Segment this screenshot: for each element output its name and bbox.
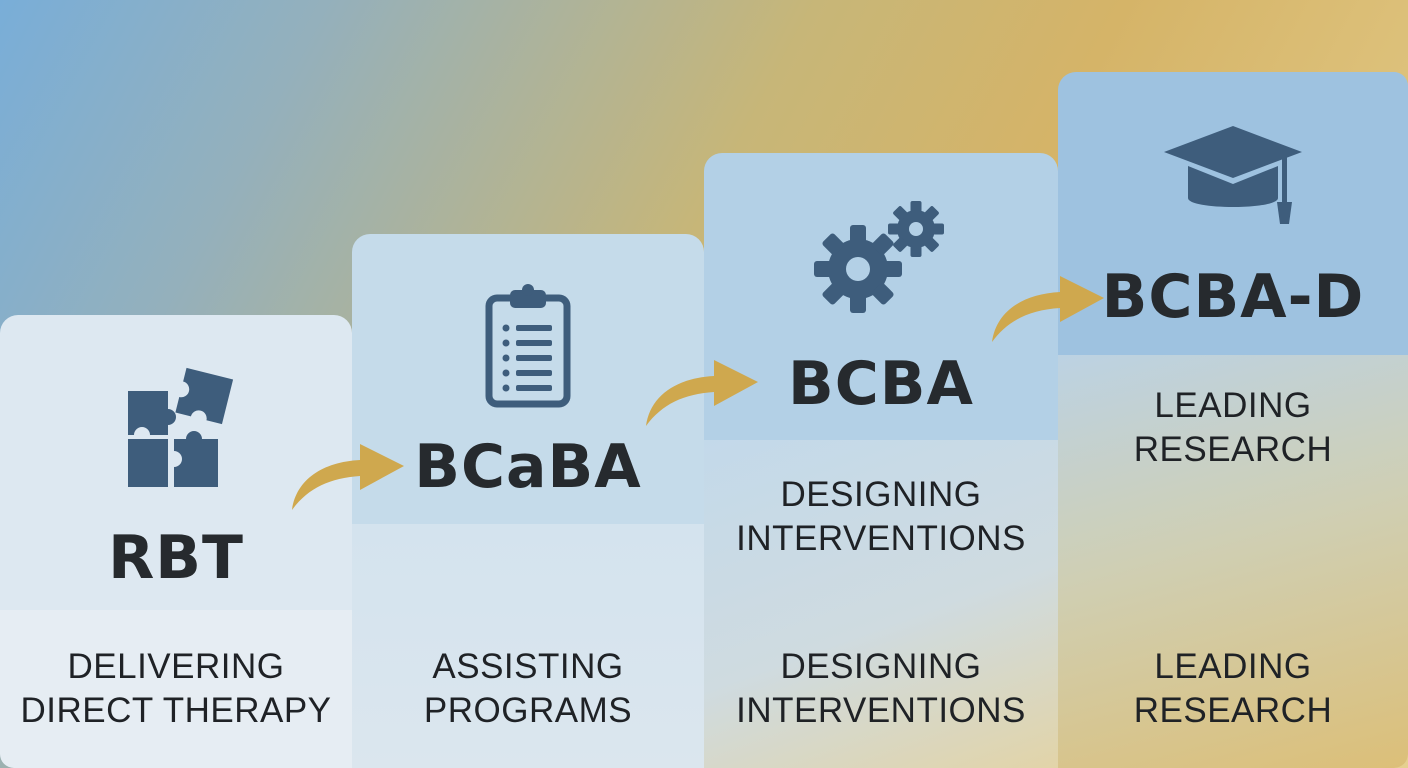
- graduation-cap-icon: [1164, 126, 1302, 224]
- arrow-icon: [646, 360, 758, 426]
- step-bcba-description: DESIGNING INTERVENTIONS: [704, 645, 1058, 733]
- step-rbt-title: RBT: [108, 523, 244, 593]
- step-bcba-upper-description-line-2: INTERVENTIONS: [736, 519, 1026, 558]
- step-bcaba-description-line-2: PROGRAMS: [423, 691, 633, 730]
- step-bcba-d-description-line-2: RESEARCH: [1133, 691, 1333, 730]
- step-bcba: BCBA DESIGNING INTERVENTIONS DESIGNING I…: [704, 153, 1058, 768]
- step-bcba-upper-description: DESIGNING INTERVENTIONS: [704, 473, 1058, 561]
- step-bcba-d-description-line-1: LEADING: [1154, 647, 1312, 686]
- step-rbt-header: [0, 315, 352, 610]
- step-bcba-d-description: LEADING RESEARCH: [1058, 645, 1408, 733]
- step-bcba-description-line-1: DESIGNING: [780, 647, 982, 686]
- step-bcba-description-line-2: INTERVENTIONS: [736, 691, 1026, 730]
- step-rbt-description-line-1: DELIVERING: [67, 647, 285, 686]
- step-bcba-upper-description-line-1: DESIGNING: [780, 475, 982, 514]
- step-bcaba-description: ASSISTING PROGRAMS: [352, 645, 704, 733]
- step-rbt-description-line-2: DIRECT THERAPY: [20, 691, 332, 730]
- step-bcaba-description-line-1: ASSISTING: [432, 647, 624, 686]
- step-bcaba-header: [352, 234, 704, 524]
- step-bcaba-footer: [352, 524, 704, 768]
- step-bcba-footer: [704, 440, 1058, 768]
- step-bcaba: BCaBA ASSISTING PROGRAMS: [352, 234, 704, 768]
- step-bcba-d-upper-description: LEADING RESEARCH: [1058, 384, 1408, 472]
- step-bcba-d: BCBA-D LEADING RESEARCH LEADING RESEARCH: [1058, 72, 1408, 768]
- step-bcba-d-header: [1058, 72, 1408, 355]
- puzzle-icon: [128, 367, 234, 487]
- step-rbt-footer: [0, 610, 352, 768]
- gears-icon: [814, 201, 944, 313]
- step-bcba-d-title: BCBA-D: [1101, 262, 1365, 332]
- step-rbt: RBT DELIVERING DIRECT THERAPY: [0, 315, 352, 768]
- arrow-icon: [292, 444, 404, 510]
- clipboard-icon: [485, 284, 571, 408]
- step-bcba-d-upper-description-line-2: RESEARCH: [1133, 430, 1333, 469]
- arrow-icon: [992, 276, 1104, 342]
- step-rbt-description: DELIVERING DIRECT THERAPY: [0, 645, 352, 733]
- step-bcba-d-footer: [1058, 355, 1408, 768]
- step-bcaba-title: BCaBA: [414, 432, 642, 502]
- step-bcba-d-upper-description-line-1: LEADING: [1154, 386, 1312, 425]
- step-bcba-title: BCBA: [788, 349, 974, 419]
